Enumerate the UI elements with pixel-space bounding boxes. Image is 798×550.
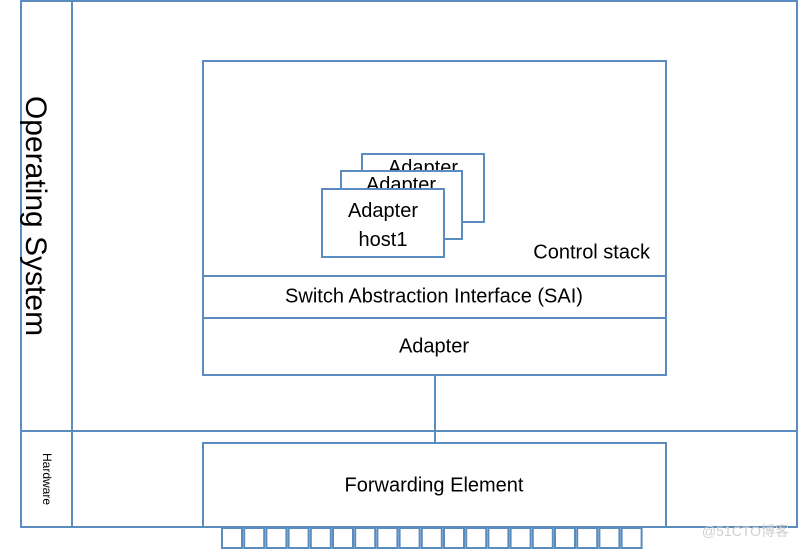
adapter-label: Adapter — [399, 335, 469, 357]
forwarding-element-box — [202, 442, 667, 528]
port-square — [487, 527, 510, 549]
port-square — [554, 527, 576, 549]
port-square — [265, 527, 288, 549]
sai-label: Switch Abstraction Interface (SAI) — [285, 285, 583, 307]
port-square — [443, 527, 465, 549]
adapter-card-front-label: Adapter — [348, 200, 418, 222]
port-square — [309, 527, 332, 549]
port-square — [354, 527, 377, 549]
port-square — [332, 527, 354, 549]
forwarding-element-label: Forwarding Element — [345, 474, 524, 496]
port-square — [376, 527, 399, 549]
port-square — [509, 527, 532, 549]
port-square — [598, 527, 621, 549]
adapter-card-front — [321, 188, 445, 258]
operating-system-label: Operating System — [19, 96, 52, 336]
port-square — [531, 527, 554, 549]
port-square — [465, 527, 488, 549]
port-square — [620, 527, 643, 549]
hardware-label: Hardware — [40, 453, 54, 505]
control-stack-label: Control stack — [533, 241, 651, 263]
port-square — [243, 527, 266, 549]
watermark-text: @51CTO博客 — [702, 523, 789, 539]
port-square — [398, 527, 421, 549]
port-row — [221, 527, 643, 549]
adapter-card-front-sublabel: host1 — [359, 229, 408, 251]
port-square — [420, 527, 443, 549]
port-square — [221, 527, 243, 549]
port-square — [576, 527, 599, 549]
port-square — [287, 527, 310, 549]
